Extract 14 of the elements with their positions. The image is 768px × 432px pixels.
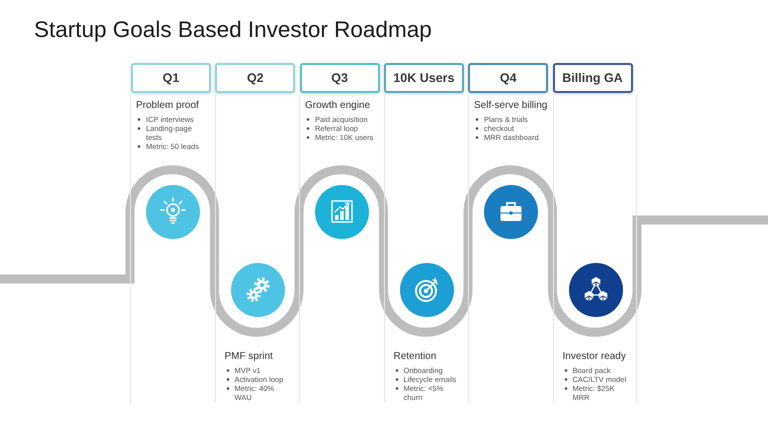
milestone-heading: Growth engine: [305, 100, 370, 112]
milestone-heading: PMF sprint: [224, 351, 273, 363]
milestone-heading: Investor ready: [562, 351, 626, 363]
period-header: Q1: [131, 63, 211, 93]
milestone-heading: Retention: [394, 351, 436, 363]
title: Startup Goals Based Investor Roadmap: [34, 16, 432, 43]
milestone-column: [552, 95, 637, 403]
period-header: Q3: [300, 63, 380, 93]
period-header: 10K Users: [384, 63, 464, 93]
period-header: Q4: [468, 63, 548, 93]
milestone-heading: Self-serve billing: [474, 100, 548, 112]
milestone-heading: Problem proof: [136, 100, 199, 112]
period-header: Q2: [215, 63, 296, 93]
period-header: Billing GA: [552, 63, 632, 93]
